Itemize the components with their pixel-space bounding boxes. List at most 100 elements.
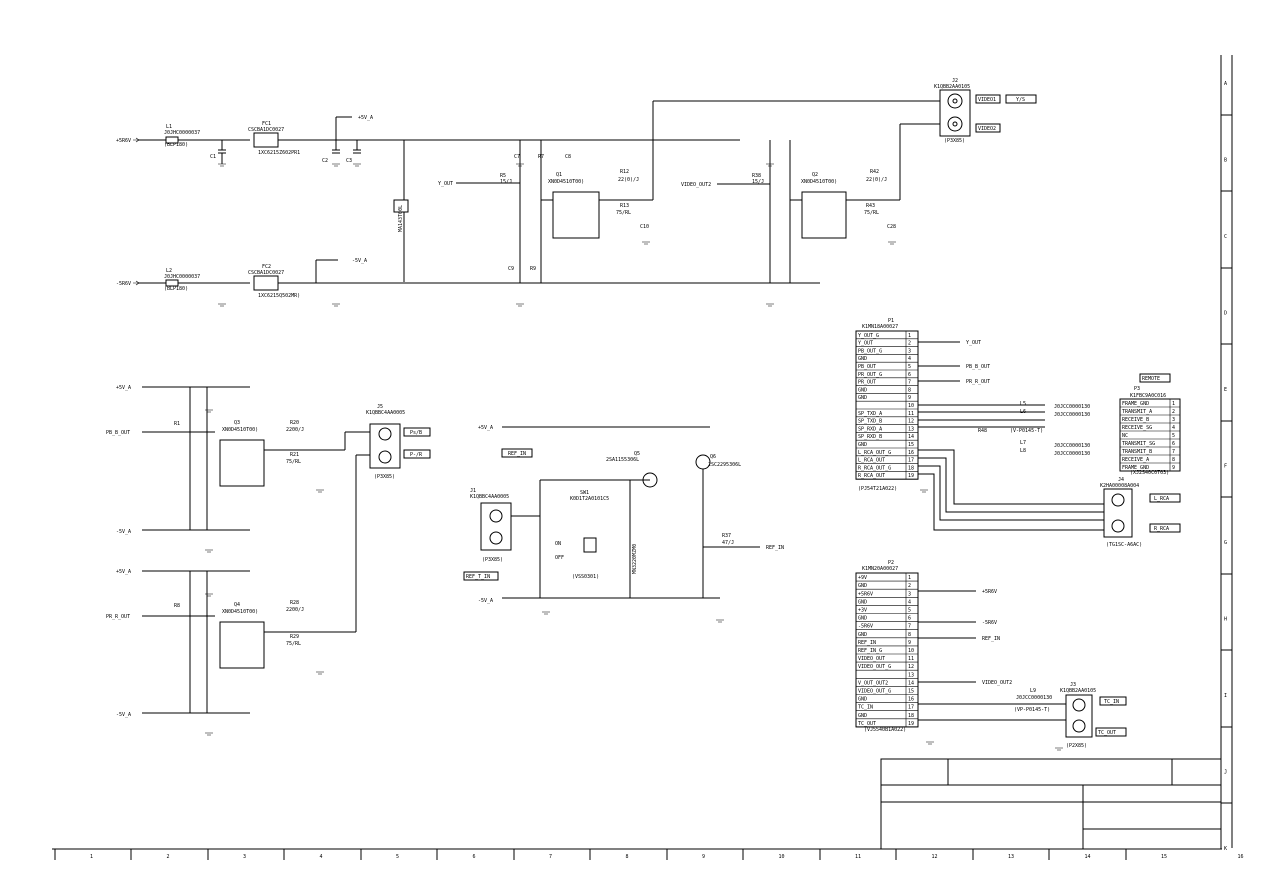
p1-pin-label: GND [858, 395, 867, 401]
p1-pin-number: 12 [908, 419, 914, 425]
p3-pin-label: RECEIVE_A [1122, 457, 1149, 463]
l1-part: J0JHC0000037 [164, 130, 200, 136]
j2-pkg: (P3X85) [944, 138, 965, 144]
r9-ref: R9 [530, 266, 536, 272]
j1-ref: J1 [470, 488, 476, 494]
p2-pin-number: 8 [908, 632, 911, 638]
p3-note: REMOTE [1142, 376, 1160, 382]
r1-ref: R1 [174, 421, 180, 427]
net-label: VIDEO_OUT2 [982, 680, 1012, 686]
r48-ref: R48 [978, 428, 987, 434]
q4-box [219, 621, 265, 669]
p2-pin-label: GND [858, 599, 867, 605]
p2-pin-number: 18 [908, 713, 914, 719]
grid-column-label: 14 [1085, 854, 1091, 860]
p1-pin-label: R_RCA_OUT_G [858, 465, 891, 471]
r42-ref: R42 [870, 169, 879, 175]
p2-frame [855, 572, 919, 728]
p2-pin-number: 15 [908, 689, 914, 695]
p1-pin-number: 8 [908, 387, 911, 393]
p2-pin-number: 19 [908, 721, 914, 727]
j4-box [1103, 488, 1133, 538]
p1-pin-label: SP_TXD_B [858, 419, 882, 425]
p1-pin-label: GND [858, 387, 867, 393]
p1-pin-label: R_RCA_OUT [858, 473, 885, 479]
r29-ref: R29 [290, 634, 299, 640]
j4-part: K2HA00008A004 [1100, 483, 1139, 489]
p3-pin-number: 7 [1172, 449, 1175, 455]
p1-pin-number: 4 [908, 356, 911, 362]
net-label: REF_IN [982, 636, 1000, 642]
p2-pin-number: 7 [908, 624, 911, 630]
r38-val: 15/J [752, 179, 764, 185]
p3-pin-number: 1 [1172, 401, 1175, 407]
p2-pin-number: 3 [908, 591, 911, 597]
p1-pin-number: 7 [908, 380, 911, 386]
l6-part: J0JCC0000130 [1054, 412, 1090, 418]
r38-ref: R38 [752, 173, 761, 179]
r12-ref: R12 [620, 169, 629, 175]
p2-pin-label: TC_OUT [858, 721, 876, 727]
p3-pin-number: 3 [1172, 417, 1175, 423]
sw1-off: OFF [555, 555, 564, 561]
net-label: -5R6V [982, 620, 997, 626]
q3-ref: Q3 [234, 420, 240, 426]
grid-row-label: C [1224, 234, 1227, 240]
grid-column-label: 11 [855, 854, 861, 860]
q5-ref: Q5 [634, 451, 640, 457]
net-label: PR_R_OUT [966, 379, 990, 385]
p1-pin-label: SP_RXD_A [858, 426, 882, 432]
net-label: +5V_A [116, 385, 131, 391]
j2-box [939, 89, 971, 137]
grid-row-label: H [1224, 617, 1227, 623]
j1-part: K1QBBC4AA0005 [470, 494, 509, 500]
c9-ref: C9 [508, 266, 514, 272]
j1-pkg: (P3X85) [482, 557, 503, 563]
c10-ref: C10 [640, 224, 649, 230]
r12-val: 22(0)/J [618, 177, 639, 183]
p3-pin-label: NC [1122, 433, 1128, 439]
net-label: +5V_A [478, 425, 493, 431]
p2-pin-label: GND [858, 616, 867, 622]
p1-part: K1MN18A00027 [862, 324, 898, 330]
p3-part: K1FBC9A0C016 [1130, 393, 1166, 399]
j3-box [1065, 694, 1093, 738]
p2-pin-label: VIDEO_OUT_G [858, 689, 891, 695]
j3-ref: J3 [1070, 682, 1076, 688]
p1-pin-label: GND [858, 356, 867, 362]
l9-ref: L9 [1030, 688, 1036, 694]
ref-t-box: REF_T_IN [466, 574, 490, 580]
sw1-box [583, 537, 597, 553]
p1-pin-number: 19 [908, 473, 914, 479]
r5-ref: R5 [500, 173, 506, 179]
net-label: Y_OUT [966, 340, 981, 346]
grid-column-label: 6 [473, 854, 476, 860]
grid-row-label: B [1224, 158, 1227, 164]
j5-ref: J5 [377, 404, 383, 410]
j3-tcin: TC_IN [1104, 699, 1119, 705]
j2-video1: VIDEO1 [978, 97, 996, 103]
p2-pin-label: V_OUT_OUT2 [858, 680, 888, 686]
r29-val: 75/RL [286, 641, 301, 647]
j3-pkg: (P2X85) [1066, 743, 1087, 749]
grid-column-label: 4 [320, 854, 323, 860]
p2-pin-number: 6 [908, 616, 911, 622]
p2-pin-number: 16 [908, 697, 914, 703]
net-label: PB_B_OUT [106, 430, 130, 436]
net-label: REF_IN [766, 545, 784, 551]
j5-box [369, 423, 401, 469]
l9-part: J0JCC0000130 [1016, 695, 1052, 701]
r42-val: 22(0)/J [866, 177, 887, 183]
p2-pin-label: REF_IN_G [858, 648, 882, 654]
net-label: Y_OUT [438, 181, 453, 187]
grid-column-label: 1 [90, 854, 93, 860]
bottom-border-ticks [54, 849, 1127, 860]
j1-box [480, 502, 512, 551]
fc2-box [253, 275, 279, 291]
p2-pin-number: 12 [908, 664, 914, 670]
r20-val: 2200/J [286, 427, 304, 433]
grid-row-label: A [1224, 81, 1227, 87]
